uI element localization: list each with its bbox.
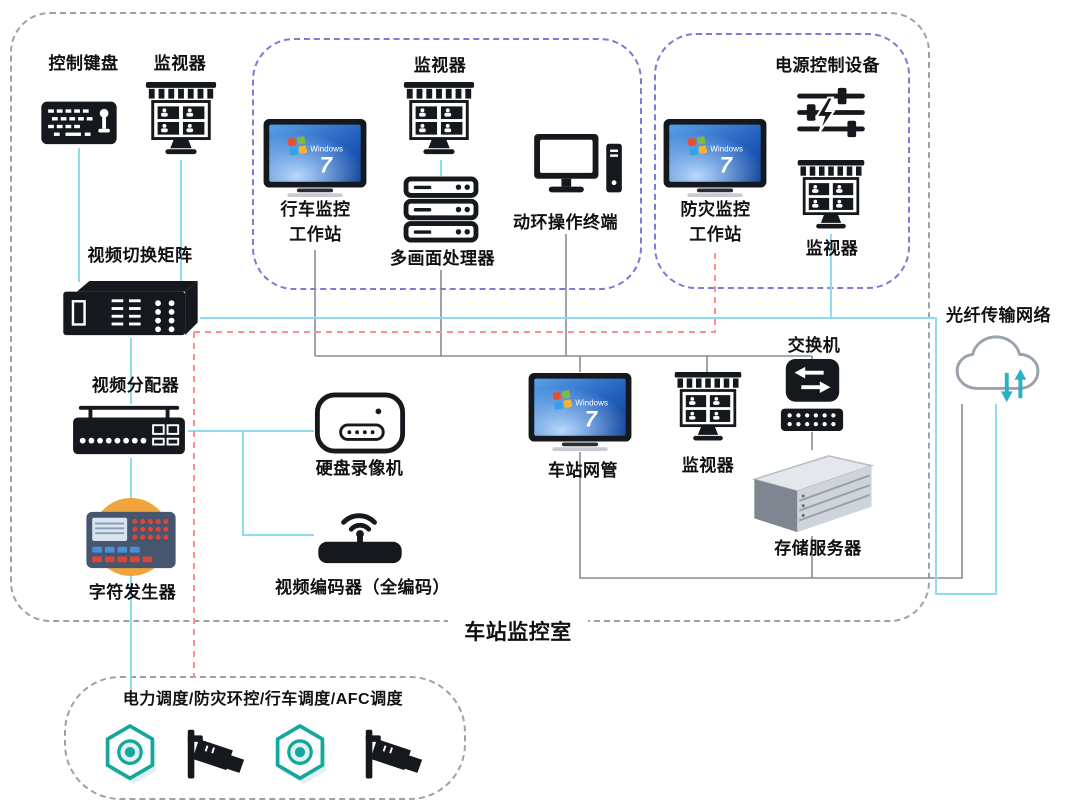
dispatch-label: 电力调度/防灾环控/行车调度/AFC调度 xyxy=(122,691,404,708)
video-distributor-label: 视频分配器 xyxy=(91,376,180,395)
character-generator-label: 字符发生器 xyxy=(88,583,177,602)
disaster-workstation-label-line1: 防灾监控 xyxy=(680,200,751,219)
control-keyboard-icon xyxy=(41,101,117,145)
video-encoder-icon xyxy=(318,513,402,564)
video-encoder-label: 视频编码器（全编码） xyxy=(275,578,450,597)
cctv-camera-icon xyxy=(362,727,424,785)
video-switch-matrix-icon xyxy=(63,280,198,336)
fiber-network-cloud-icon xyxy=(955,335,1040,403)
disaster-workstation-icon xyxy=(662,118,768,198)
train-workstation-label-line1: 行车监控 xyxy=(280,200,351,219)
disaster-monitoring-group-box xyxy=(654,33,910,289)
station-nms-icon xyxy=(527,372,633,452)
storage-server-label: 存储服务器 xyxy=(774,539,862,558)
monitor-top-left-label: 监视器 xyxy=(153,54,207,73)
station-nms-label: 车站网管 xyxy=(548,461,618,480)
gray-wires xyxy=(314,234,963,579)
monitor-icon xyxy=(400,82,478,160)
train-workstation-label-line2: 工作站 xyxy=(289,225,342,244)
dispatch-node-icon xyxy=(102,723,158,785)
red-dashed-wires xyxy=(193,250,716,678)
dispatch-node-icon xyxy=(272,723,328,785)
room-title: 车站监控室 xyxy=(448,620,588,646)
multi-screen-processor-icon xyxy=(403,176,479,243)
control-keyboard-label: 控制键盘 xyxy=(48,54,119,73)
fiber-network-label: 光纤传输网络 xyxy=(946,306,1051,325)
group2-monitor-label: 监视器 xyxy=(805,239,859,258)
network-switch-label: 交换机 xyxy=(787,336,841,355)
multi-screen-processor-label: 多画面处理器 xyxy=(390,249,495,268)
monitor-icon xyxy=(671,372,745,446)
cctv-camera-icon xyxy=(184,727,246,785)
train-monitoring-group-box xyxy=(252,38,642,290)
network-switch-icon xyxy=(780,359,844,431)
monitor-center-label: 监视器 xyxy=(681,456,735,475)
env-terminal-icon xyxy=(534,133,622,193)
env-terminal-label: 动环操作终端 xyxy=(513,213,618,232)
power-control-label: 电源控制设备 xyxy=(775,56,880,75)
monitor-icon xyxy=(142,82,220,160)
hdd-recorder-label: 硬盘录像机 xyxy=(315,459,404,478)
hdd-recorder-icon xyxy=(314,392,406,454)
power-control-icon xyxy=(797,87,865,138)
character-generator-icon xyxy=(86,511,176,569)
group1-monitor-label: 监视器 xyxy=(413,56,467,75)
video-switch-matrix-label: 视频切换矩阵 xyxy=(87,246,193,265)
disaster-workstation-label-line2: 工作站 xyxy=(689,225,742,244)
train-workstation-icon xyxy=(262,118,368,198)
monitor-icon xyxy=(794,160,868,234)
video-distributor-icon xyxy=(73,405,185,455)
cyan-wires xyxy=(78,148,997,704)
storage-server-icon xyxy=(751,455,875,533)
external-dispatch-box xyxy=(64,676,466,800)
